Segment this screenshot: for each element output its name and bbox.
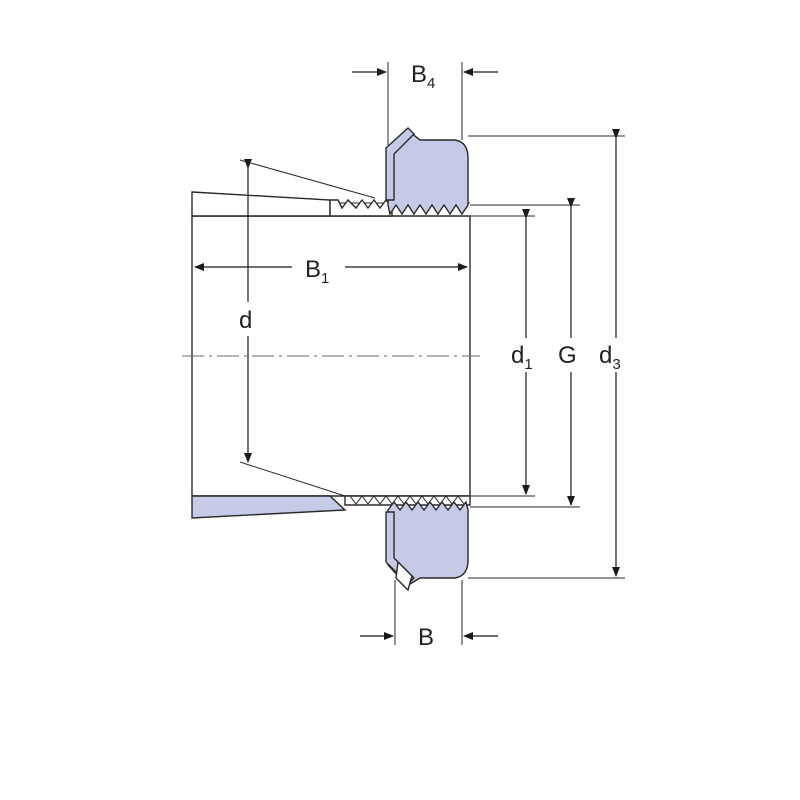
label-b4: B4 <box>411 61 435 92</box>
label-d3: d3 <box>599 342 621 373</box>
label-b: B <box>418 624 434 651</box>
taper-ref-top <box>239 159 376 199</box>
lock-washer-top <box>385 127 415 201</box>
lock-washer-tab <box>395 560 413 592</box>
label-d: d <box>239 307 252 334</box>
label-g: G <box>558 342 577 369</box>
thread-top-sleeve <box>329 198 393 217</box>
sleeve-taper-bottom <box>191 495 347 519</box>
label-b1: B1 <box>305 256 329 287</box>
nut-top <box>387 131 469 216</box>
taper-ref-bottom <box>239 461 346 497</box>
sleeve-taper-top <box>191 191 331 217</box>
thread-bottom-teeth <box>349 495 465 505</box>
lock-washer-bottom <box>385 511 415 585</box>
nut-bottom <box>387 500 469 585</box>
label-d1: d1 <box>511 342 533 373</box>
